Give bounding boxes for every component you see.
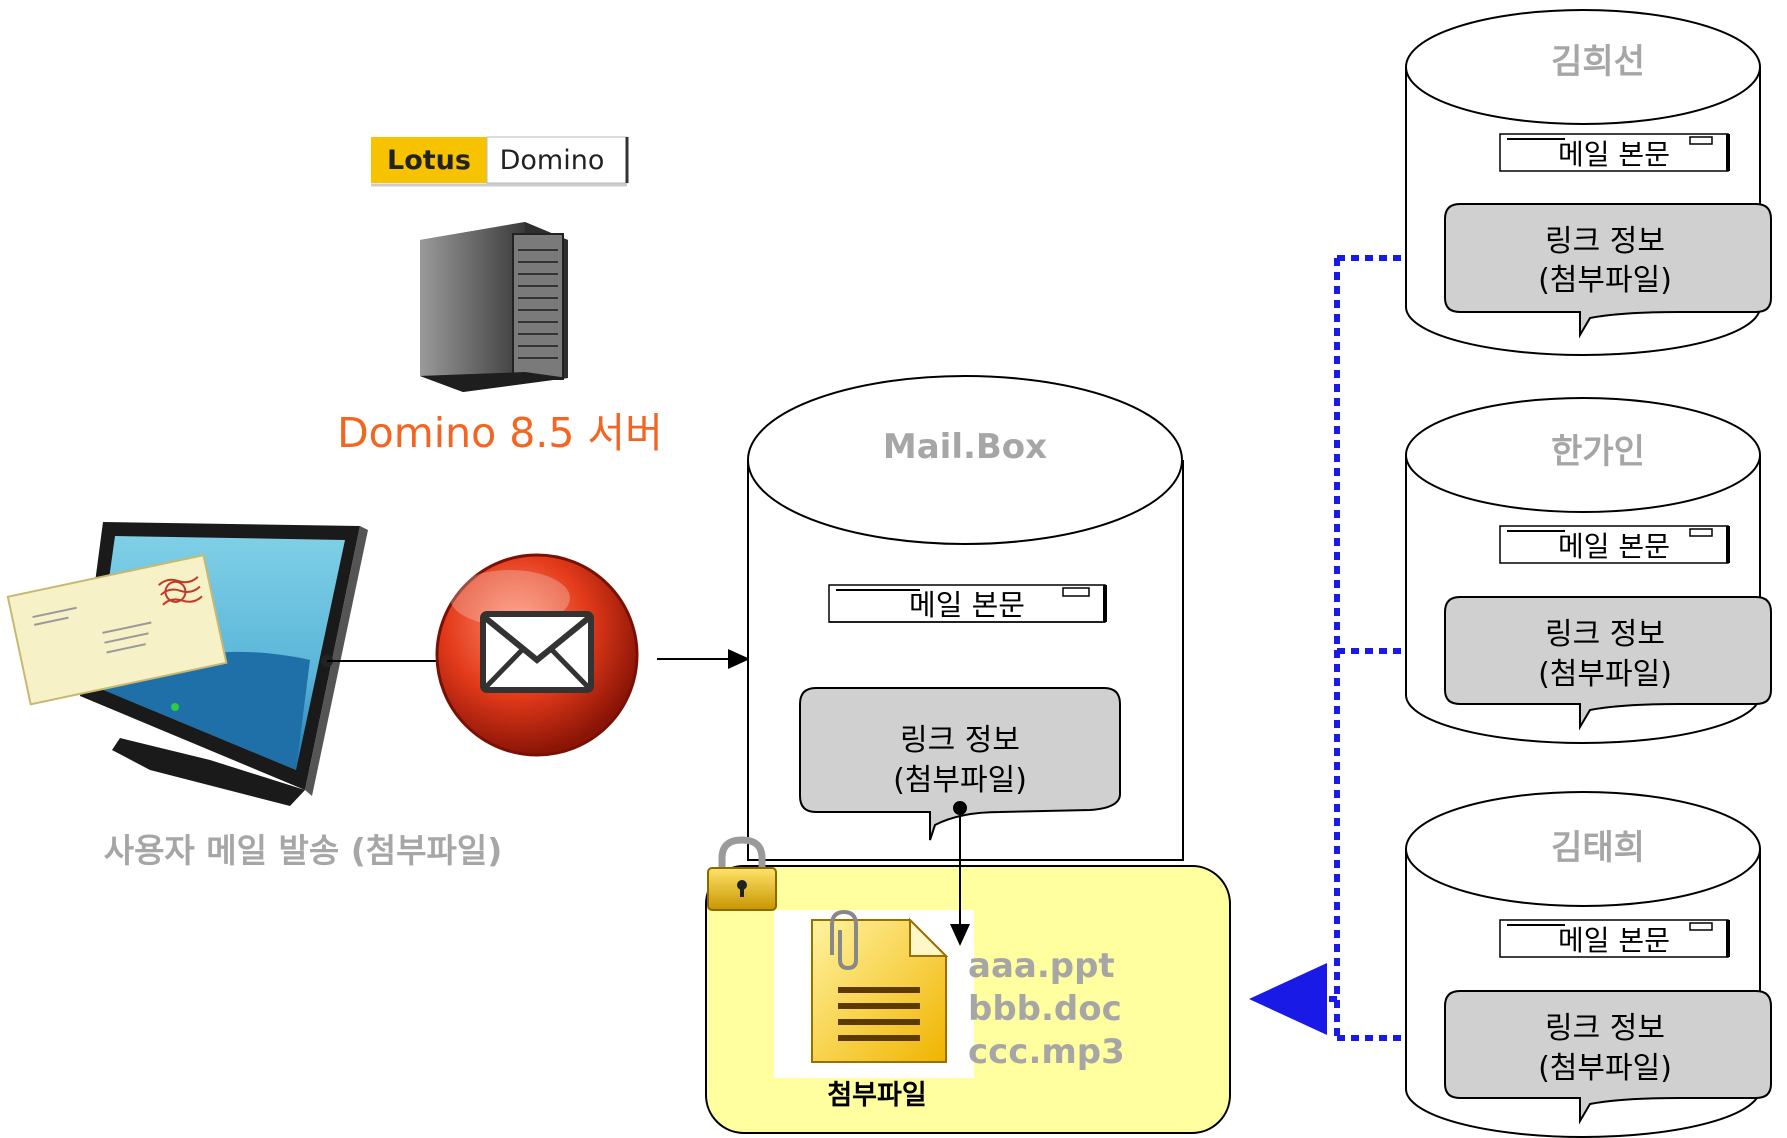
attachment-store: 첨부파일 aaa.ppt bbb.doc ccc.mp3 [705, 865, 1231, 1134]
recipient-link-callout-2: 링크 정보 (첨부파일) [1444, 596, 1772, 731]
attachment-document-icon [811, 909, 949, 1063]
paperclip-icon [830, 909, 858, 971]
mailbox-body-field: 메일 본문 [828, 584, 1107, 623]
recipient-link-line1-1: 링크 정보 [1545, 224, 1665, 259]
server-icon [420, 222, 568, 392]
recipient-name-2: 한가인 [1551, 432, 1645, 472]
recipient-name-1: 김희선 [1551, 42, 1645, 82]
recipient-link-callout-1: 링크 정보 (첨부파일) [1444, 203, 1772, 339]
recipient-body-field-1: 메일 본문 [1499, 133, 1730, 172]
attachment-caption: 첨부파일 [827, 1080, 926, 1111]
recipient-body-label-2: 메일 본문 [1558, 530, 1670, 563]
mailbox-link-line2: (첨부파일) [893, 763, 1027, 798]
recipient-body-label-3: 메일 본문 [1558, 924, 1670, 957]
recipient-body-label-1: 메일 본문 [1558, 138, 1670, 171]
recipient-link-line1-3: 링크 정보 [1545, 1011, 1665, 1046]
recipient-link-callout-3: 링크 정보 (첨부파일) [1444, 990, 1772, 1125]
recipient-link-line1-2: 링크 정보 [1545, 617, 1665, 652]
recipient-name-3: 김태희 [1551, 828, 1645, 868]
recipient-cylinder-3: 김태희 메일 본문 링크 정보 (첨부파일) [1405, 791, 1772, 1138]
recipient-link-line2-3: (첨부파일) [1538, 1051, 1672, 1086]
flying-envelope-icon [6, 554, 228, 706]
mailbox-link-line1: 링크 정보 [900, 723, 1020, 758]
mailbox-title: Mail.Box [883, 427, 1047, 467]
logo-lotus-text: Lotus [387, 145, 471, 176]
recipient-cylinder-1: 김희선 메일 본문 링크 정보 (첨부파일) [1405, 9, 1772, 356]
recipient-body-field-3: 메일 본문 [1499, 919, 1730, 958]
sender-caption: 사용자 메일 발송 (첨부파일) [104, 831, 503, 870]
attachment-file-2: bbb.doc [968, 989, 1122, 1029]
recipient-link-line2-2: (첨부파일) [1538, 657, 1672, 692]
recipient-body-field-2: 메일 본문 [1499, 525, 1730, 564]
sender-monitor-icon [6, 522, 368, 806]
attachment-file-1: aaa.ppt [968, 946, 1115, 986]
recipient-cylinder-2: 한가인 메일 본문 링크 정보 (첨부파일) [1405, 397, 1772, 744]
recipient-link-line2-1: (첨부파일) [1538, 263, 1672, 298]
logo-domino-text: Domino [500, 145, 605, 176]
attachment-file-3: ccc.mp3 [968, 1032, 1125, 1072]
server-label: Domino 8.5 서버 [337, 409, 663, 457]
mailbox-link-callout: 링크 정보 (첨부파일) [799, 687, 1121, 841]
mail-send-icon [435, 553, 639, 757]
lotus-domino-logo: Lotus Domino [371, 136, 629, 187]
mailbox-body-label: 메일 본문 [909, 588, 1025, 622]
padlock-icon [707, 836, 777, 911]
